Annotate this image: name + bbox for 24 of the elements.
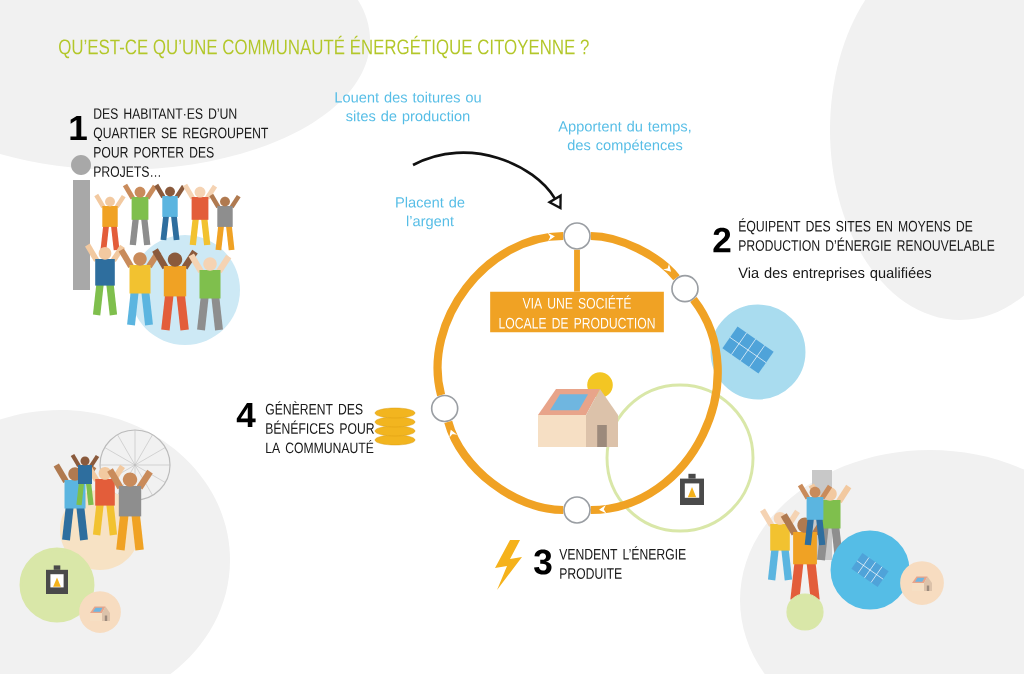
step-text: GÉNÈRENT DES BÉNÉFICES POUR LA COMMUNAUTÉ xyxy=(265,401,374,454)
title: QU’EST-CE QU’UNE COMMUNAUTÉ ÉNERGÉTIQUE CITOYENNE ? xyxy=(59,35,589,59)
arrow xyxy=(444,420,564,515)
step-number: 2 xyxy=(713,227,731,253)
arrow xyxy=(412,151,562,210)
arrow xyxy=(590,297,722,515)
connector-circle xyxy=(563,222,591,250)
step-number: 3 xyxy=(534,549,552,575)
arrow xyxy=(590,231,680,281)
step-text: VENDENT L’ÉNERGIE PRODUITE xyxy=(559,546,686,579)
connector-circle xyxy=(563,496,591,524)
step-number: 1 xyxy=(70,115,87,141)
annotation-text: Placent de l’argent xyxy=(396,196,465,230)
step-number: 4 xyxy=(236,402,256,428)
connector-circle xyxy=(671,274,699,303)
connector-line xyxy=(574,249,580,292)
label-box: VIA UNE SOCIÉTÉ LOCALE DE PRODUCTION xyxy=(490,291,664,333)
connector-circle xyxy=(430,394,459,423)
step-text: DES HABITANT·ES D’UN QUARTIER SE REGROUPENT POUR PORTER DES PROJETS… xyxy=(93,108,269,177)
annotation-text: Apportent du temps, des compétences xyxy=(558,120,691,154)
arrow xyxy=(433,231,564,396)
note-text: Via des entreprises qualifiées xyxy=(738,267,932,281)
step-text: ÉQUIPENT DES SITES EN MOYENS DE PRODUCTION D’ÉNERGIE RENOUVELABLE xyxy=(739,218,995,251)
annotation-text: Louent des toitures ou sites de production xyxy=(335,91,481,125)
